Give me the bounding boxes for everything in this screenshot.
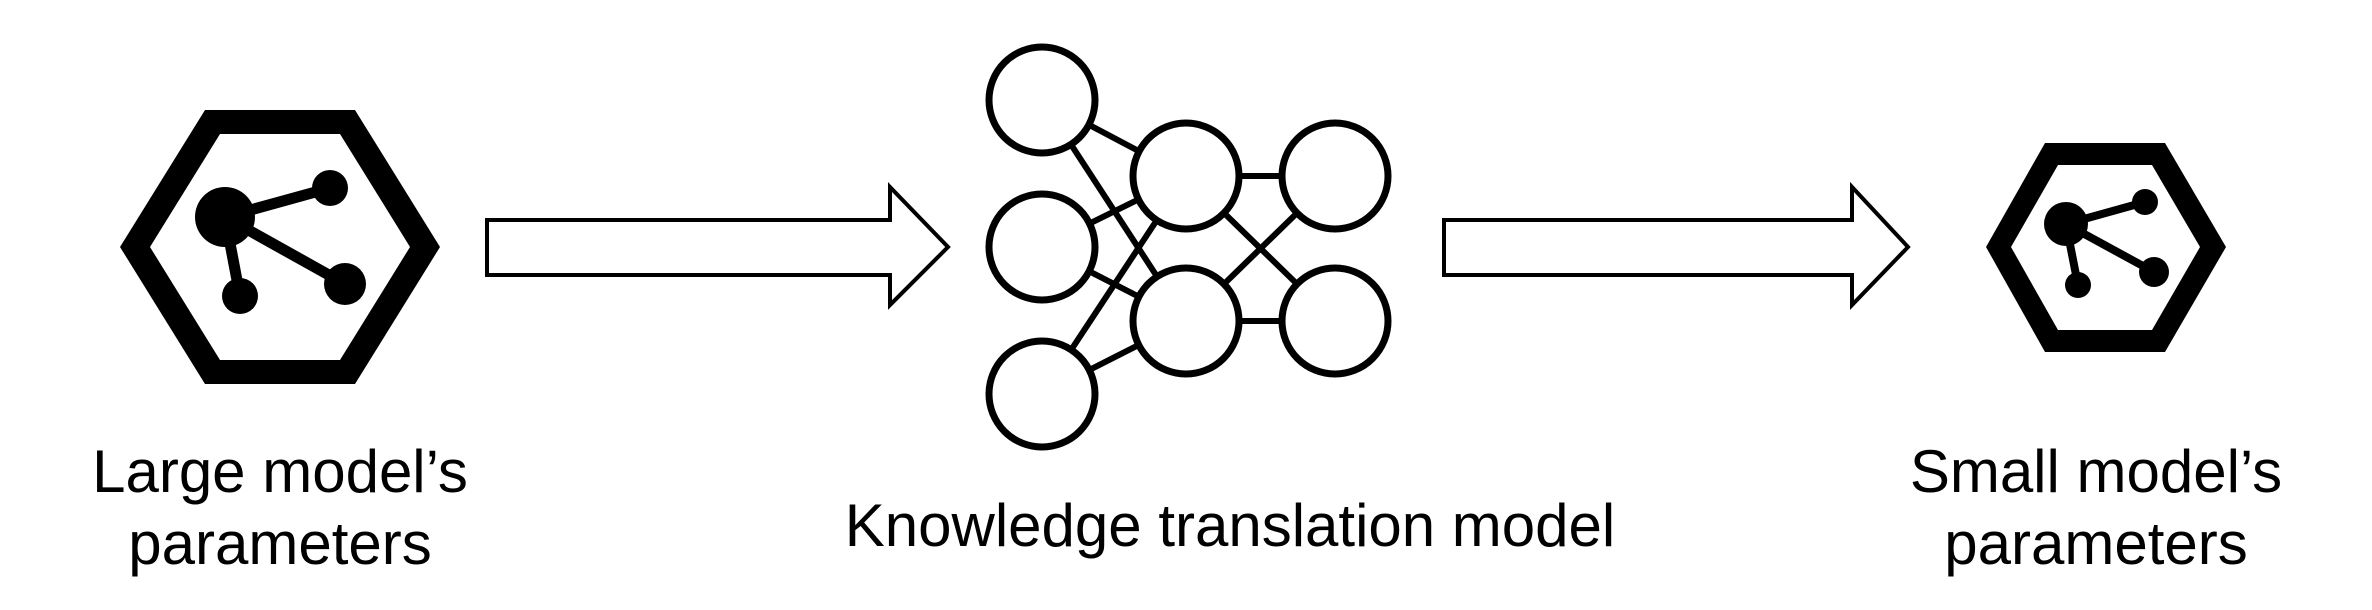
large-model-hexagon-icon xyxy=(120,110,440,384)
nn-output-node-1 xyxy=(1278,119,1392,233)
nn-hidden-node-1 xyxy=(1129,119,1243,233)
nn-input-node-1 xyxy=(985,43,1099,157)
nn-hidden-node-2 xyxy=(1129,264,1243,378)
small-model-label: Small model’s parameters xyxy=(1836,436,2356,580)
arrow-right-icon-1 xyxy=(485,182,951,310)
neural-network-nodes xyxy=(985,43,1392,451)
large-model-label-line2: parameters xyxy=(128,510,432,577)
large-model-label-line1: Large model’s xyxy=(92,438,468,505)
neural-network-icon xyxy=(985,43,1392,451)
small-model-label-line1: Small model’s xyxy=(1909,438,2283,505)
small-molecule-icon xyxy=(2044,189,2169,298)
small-model-hexagon-icon xyxy=(1986,143,2226,352)
small-model-label-line2: parameters xyxy=(1944,510,2248,577)
nn-input-node-2 xyxy=(985,190,1099,304)
large-molecule-icon xyxy=(195,170,366,314)
translation-model-label: Knowledge translation model xyxy=(740,490,1720,562)
nn-input-node-3 xyxy=(985,337,1099,451)
translation-model-label-text: Knowledge translation model xyxy=(844,492,1616,559)
arrow-right-icon-2 xyxy=(1442,181,1911,310)
large-model-label: Large model’s parameters xyxy=(20,436,540,580)
nn-output-node-2 xyxy=(1278,264,1392,378)
